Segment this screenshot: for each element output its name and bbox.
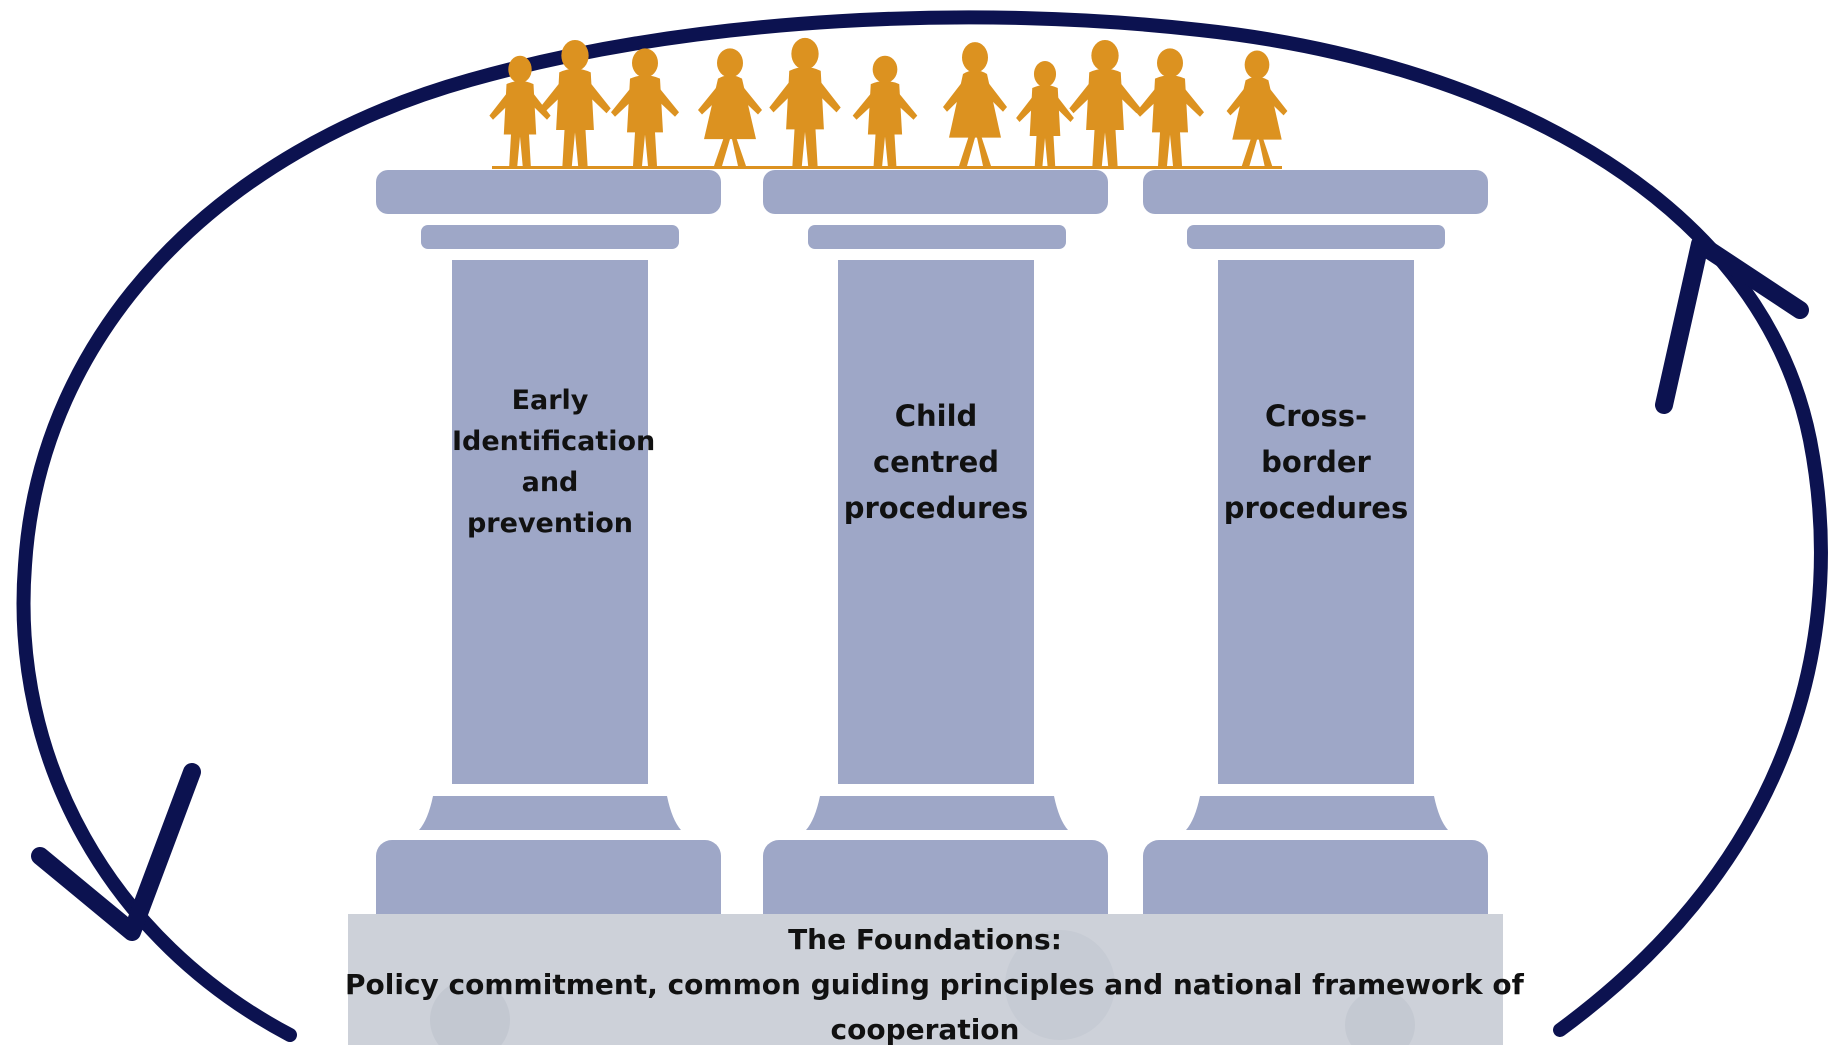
cycle-ring — [16, 10, 1828, 1042]
cycle-arrow-up-right-icon — [1655, 235, 1809, 414]
foundation-line-1: Policy commitment, common guiding princi… — [345, 968, 1524, 1001]
foundation-line-2: cooperation — [830, 1013, 1020, 1045]
pillar-3 — [1143, 170, 1488, 960]
pillar-2-label: Child centred procedures — [843, 399, 1029, 525]
pillar-2 — [763, 170, 1108, 960]
foundation-text: The Foundations: Policy commitment, comm… — [345, 917, 1524, 1045]
foundation-title: The Foundations: — [788, 923, 1062, 956]
pillar-1 — [376, 170, 721, 960]
pillar-3-label: Cross- border procedures — [1223, 399, 1409, 525]
cycle-arrow-down-left-icon — [31, 763, 201, 941]
pillar-1-label: Early Identification and prevention — [452, 385, 656, 539]
children-holding-hands-silhouette-icon — [489, 37, 1288, 169]
foundation-slab — [348, 914, 1503, 1045]
